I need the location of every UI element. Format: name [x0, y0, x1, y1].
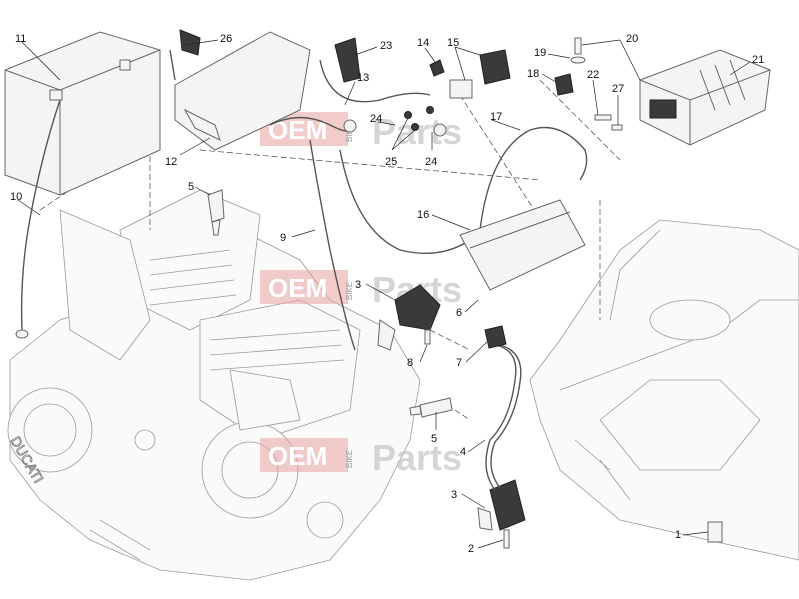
svg-text:OEM: OEM [268, 273, 327, 303]
battery-tray [174, 31, 311, 151]
rubber-boot [334, 37, 361, 83]
callout-9: 9 [280, 232, 286, 244]
callout-4: 4 [460, 446, 466, 458]
callout-20: 20 [626, 33, 638, 45]
watermark-bottom: OEM BIKE Parts [260, 437, 462, 478]
leader-lines [17, 39, 751, 549]
ignition-coil-lower [477, 479, 526, 531]
svg-text:BIKE: BIKE [345, 282, 354, 300]
callout-25: 25 [385, 156, 397, 168]
battery-terminal-cover [169, 29, 201, 81]
spark-plug-upper [207, 189, 225, 236]
coil-screw [503, 529, 510, 549]
bracket-screw [424, 329, 431, 345]
callout-10: 10 [10, 191, 22, 203]
callout-22: 22 [587, 69, 599, 81]
callout-24-right: 24 [425, 156, 437, 168]
callout-17: 17 [490, 111, 502, 123]
spacer [707, 521, 723, 543]
spark-plug-lower [409, 397, 453, 418]
callout-5-upper: 5 [188, 181, 194, 193]
ecu-bolt [594, 114, 623, 131]
ignition-coil-upper [377, 284, 441, 351]
callout-12: 12 [165, 156, 177, 168]
callout-8: 8 [407, 357, 413, 369]
callout-15: 15 [447, 37, 459, 49]
callout-26: 26 [220, 33, 232, 45]
svg-text:Parts: Parts [372, 111, 462, 152]
svg-text:OEM: OEM [268, 441, 327, 471]
callout-2: 2 [468, 543, 474, 555]
coil-lead-lower [485, 344, 517, 491]
callout-1: 1 [675, 529, 681, 541]
callout-24-left: 24 [370, 113, 382, 125]
callout-13: 13 [357, 72, 369, 84]
starter-cable [319, 59, 431, 103]
callout-16: 16 [417, 209, 429, 221]
callout-5-lower: 5 [431, 433, 437, 445]
sensor-cable [339, 149, 471, 255]
callout-21: 21 [752, 54, 764, 66]
callout-3-upper: 3 [355, 279, 361, 291]
clip [429, 59, 445, 77]
coil-lead-upper [479, 126, 588, 231]
callouts: 11 26 23 13 14 15 19 20 18 22 27 21 12 2… [10, 33, 764, 555]
callout-14: 14 [417, 37, 429, 49]
rubber-mount [554, 73, 574, 96]
coil-bracket [459, 199, 586, 291]
svg-text:Parts: Parts [372, 437, 462, 478]
callout-18: 18 [527, 68, 539, 80]
callout-11: 11 [15, 33, 26, 45]
callout-23: 23 [380, 40, 392, 52]
airbox [529, 219, 799, 561]
callout-27: 27 [612, 83, 624, 95]
svg-text:BIKE: BIKE [345, 124, 354, 142]
grommet [484, 325, 507, 349]
callout-6: 6 [456, 307, 462, 319]
starter-relay [449, 49, 511, 99]
cable-terminal [15, 329, 29, 339]
ecu [639, 49, 771, 146]
callout-19: 19 [534, 47, 546, 59]
callout-7: 7 [456, 357, 462, 369]
ecu-screw [570, 37, 586, 64]
fuse-connectors [343, 106, 447, 137]
ht-cable [309, 139, 356, 351]
battery [4, 31, 161, 196]
svg-text:BIKE: BIKE [345, 450, 354, 468]
callout-3-lower: 3 [451, 489, 457, 501]
engine-assembly: DUCATI [7, 189, 421, 581]
battery-negative-cable [20, 99, 61, 331]
